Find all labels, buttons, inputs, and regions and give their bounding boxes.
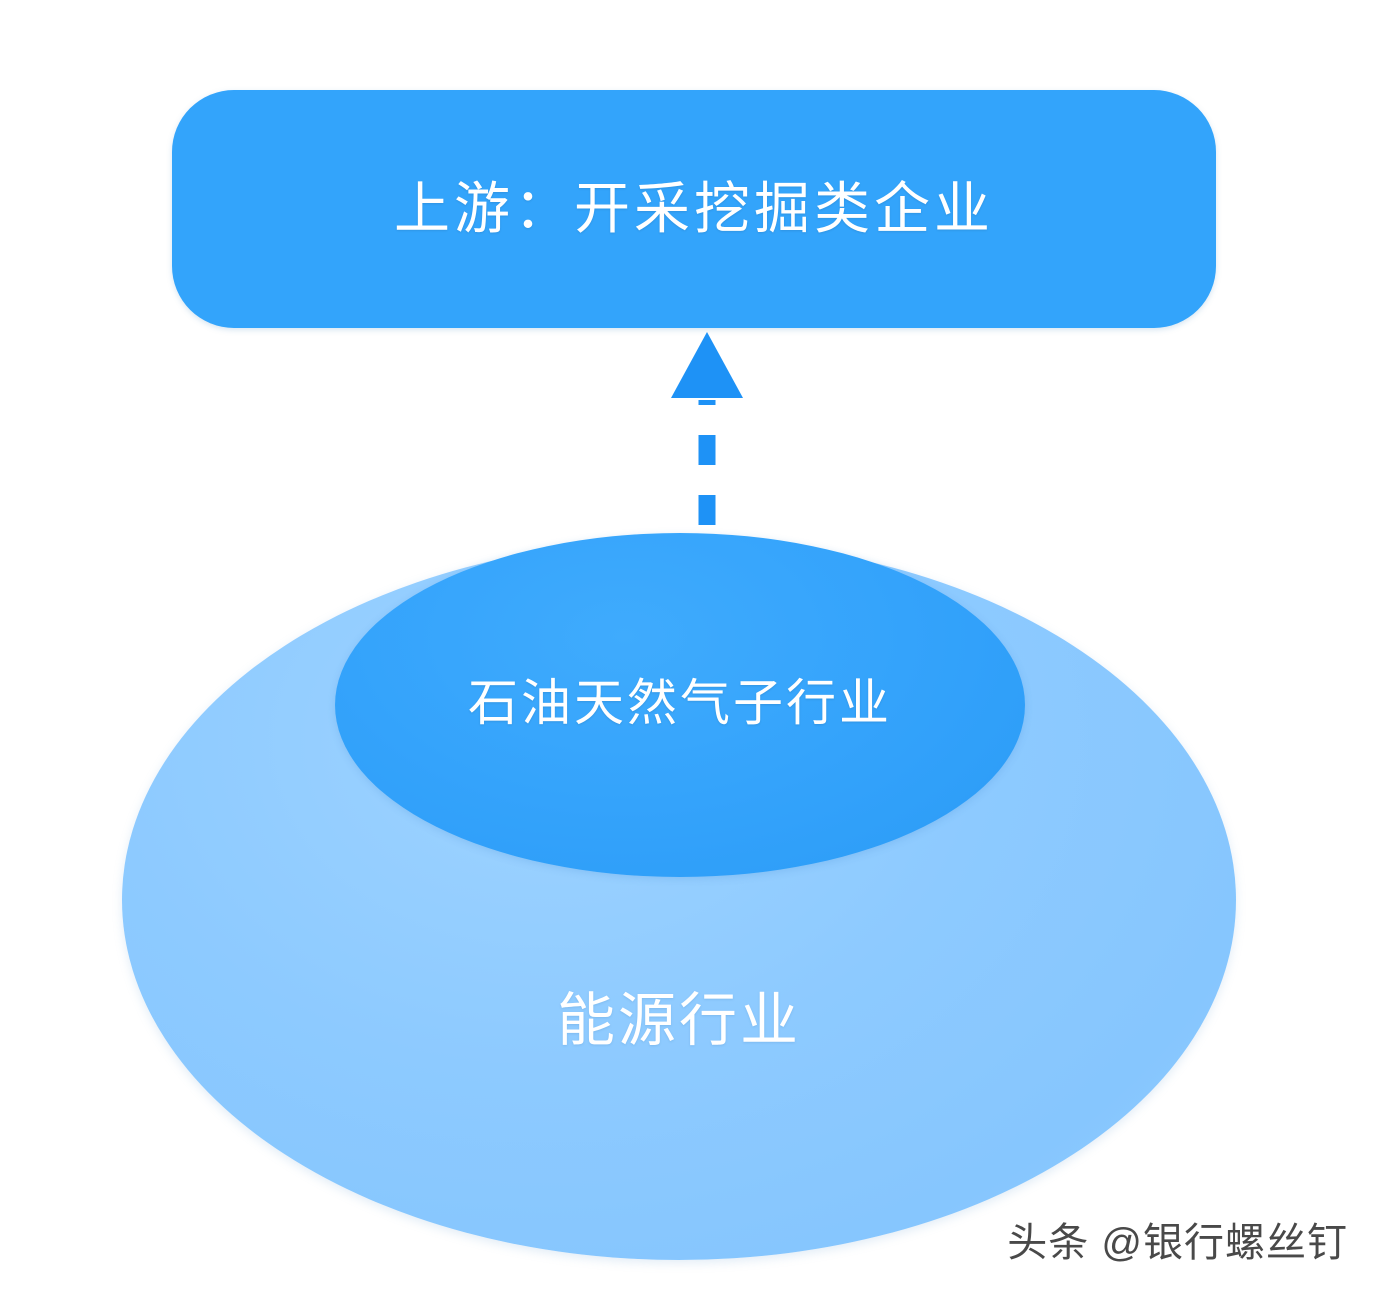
upstream-enterprises-box: 上游：开采挖掘类企业 bbox=[172, 90, 1216, 328]
arrow-head bbox=[671, 332, 743, 398]
upstream-enterprises-label: 上游：开采挖掘类企业 bbox=[394, 177, 994, 240]
energy-industry-label: 能源行业 bbox=[556, 988, 801, 1053]
watermark: 头条 @银行螺丝钉 bbox=[1007, 1221, 1348, 1265]
oil-gas-subindustry-ellipse: 石油天然气子行业 bbox=[335, 533, 1025, 877]
oil-gas-subindustry-label: 石油天然气子行业 bbox=[468, 675, 892, 731]
